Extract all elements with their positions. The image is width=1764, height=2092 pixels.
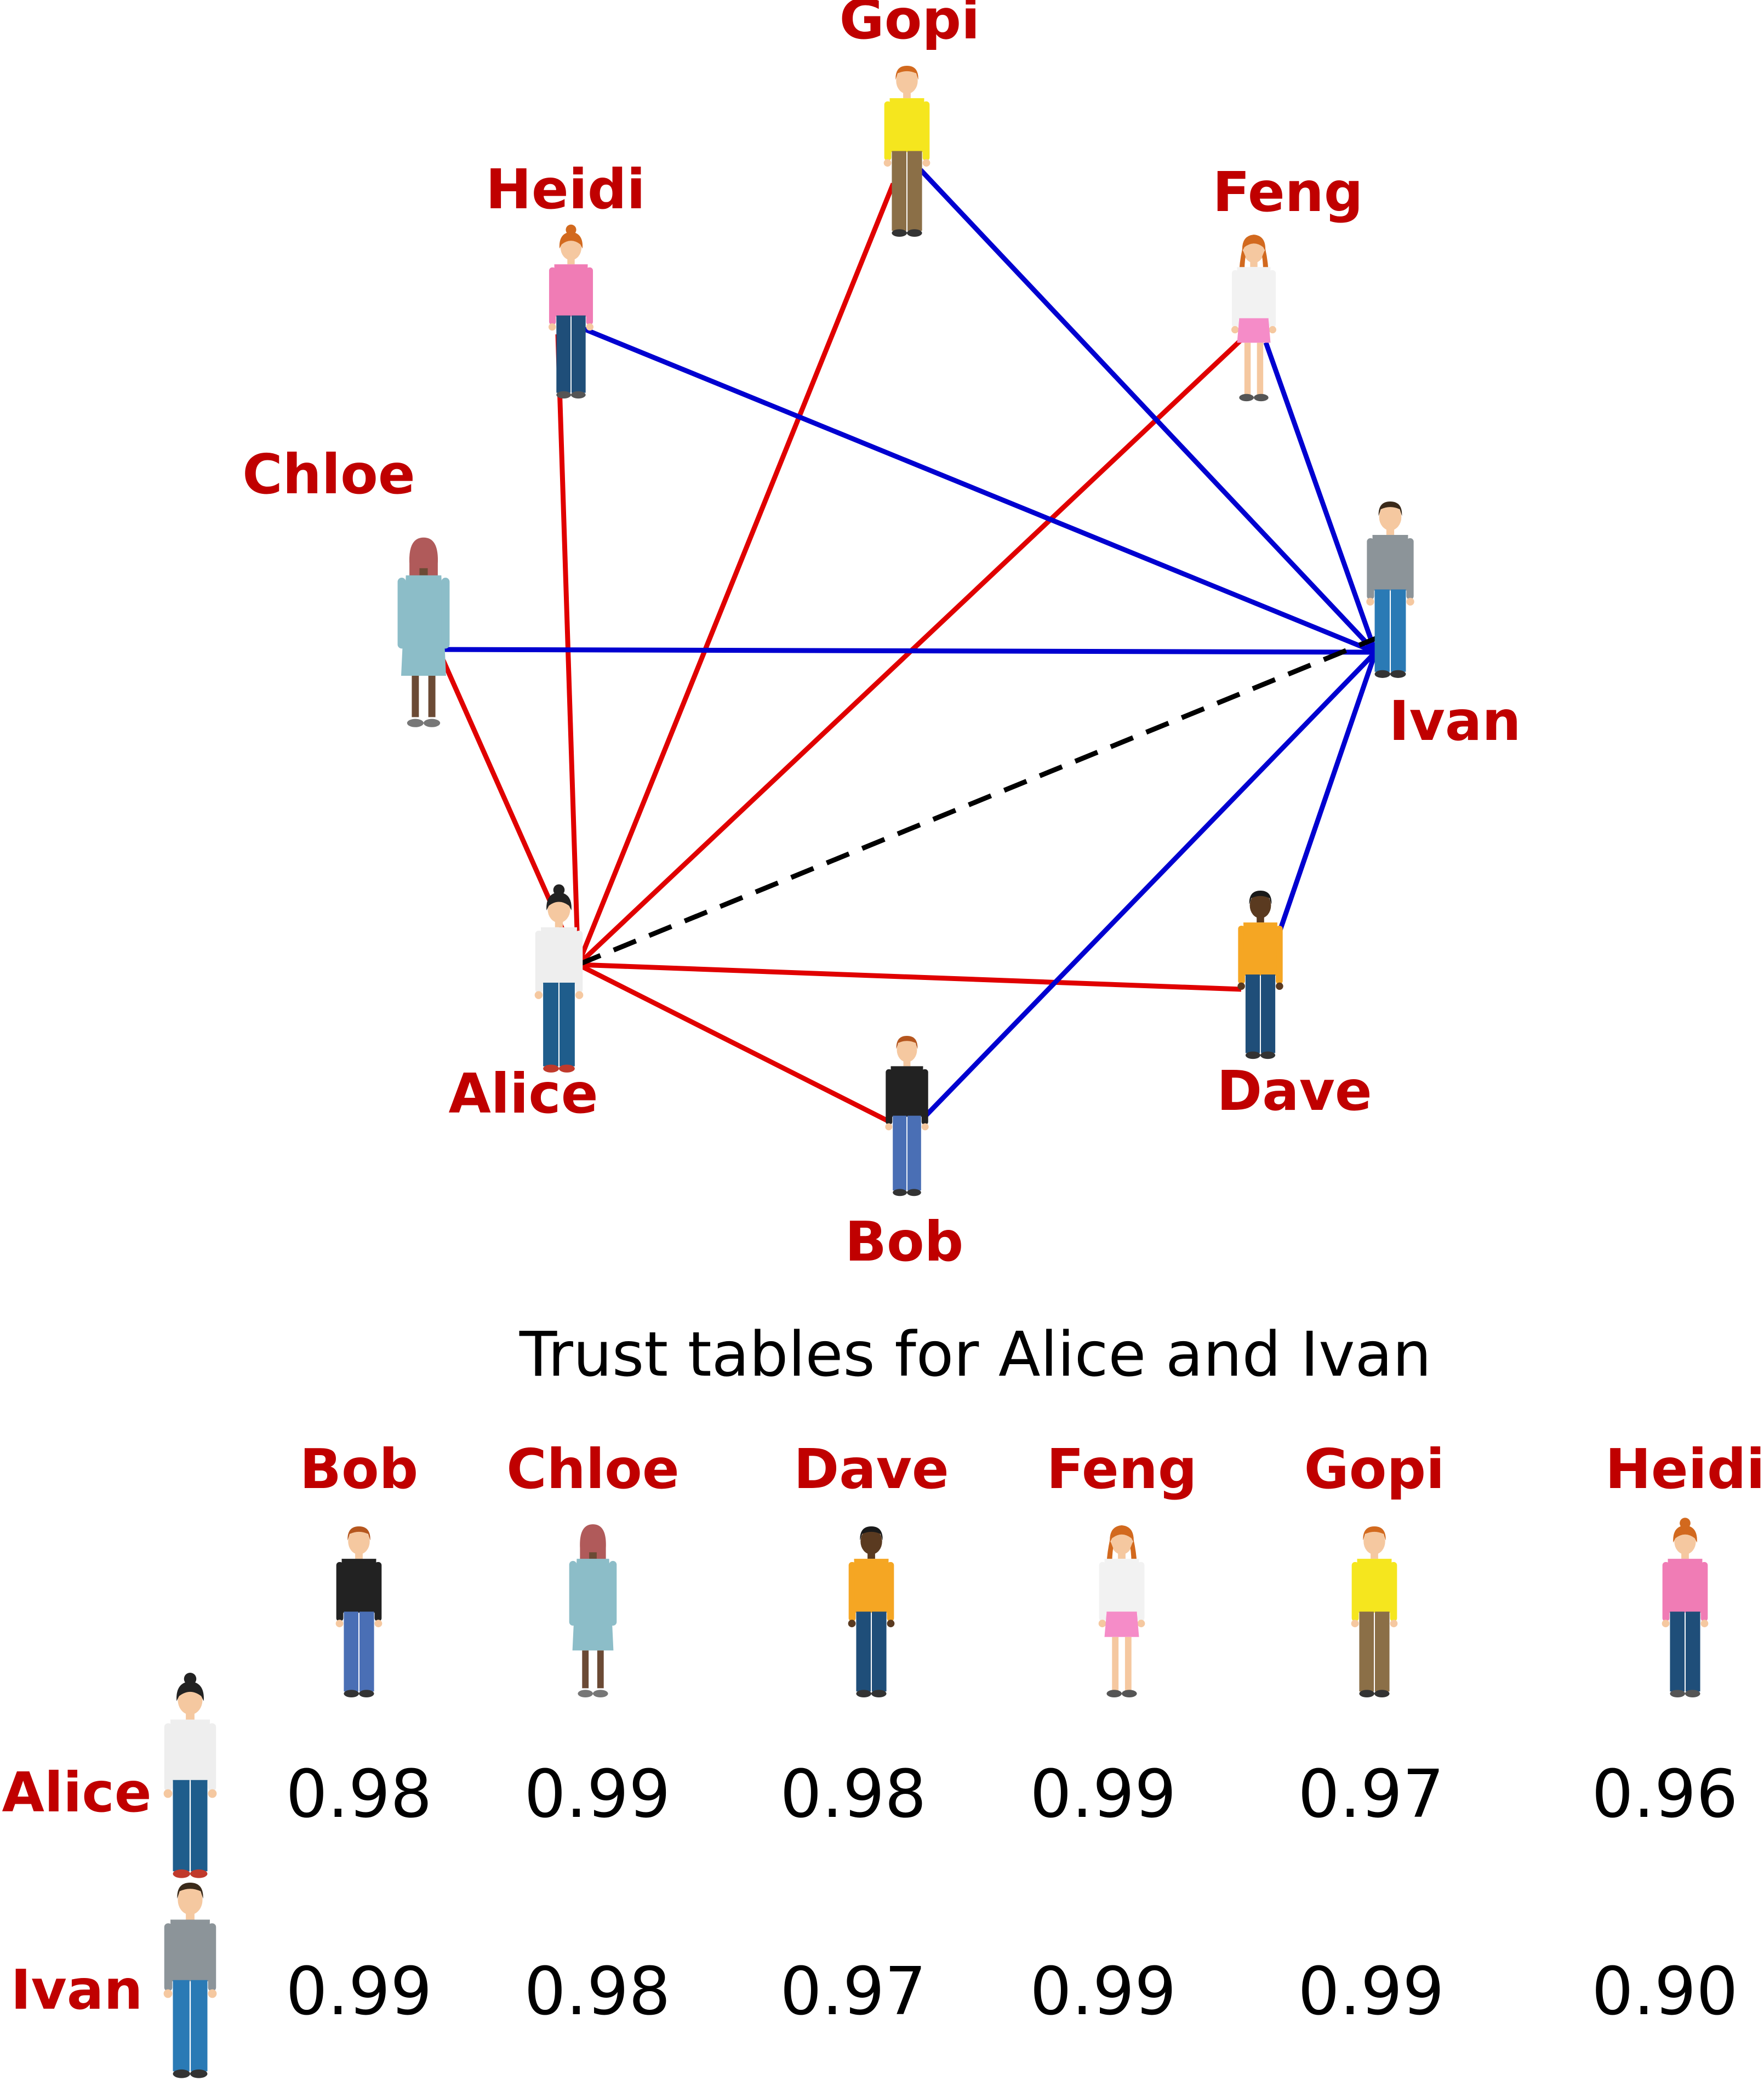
dave-label: Dave [1217,1059,1372,1123]
gopi-figure [883,66,930,237]
people-figures [397,66,1414,1196]
column-header-heidi: Heidi [1605,1437,1764,1501]
bob-figure [885,1036,929,1196]
trust-edges [436,168,1378,1124]
trust-value: 0.97 [1298,1757,1444,1833]
edge-ivan-feng [1263,341,1378,653]
trust-value: 0.98 [780,1757,926,1833]
column-figure-dave [848,1526,895,1698]
column-figure-gopi [1351,1526,1398,1698]
trust-value: 0.90 [1591,1954,1738,2030]
dave-figure [1237,891,1283,1059]
trust-value: 0.98 [524,1954,670,2030]
edge-ivan-heidi [583,326,1377,655]
ivan-label: Ivan [1389,689,1521,753]
gopi-label: Gopi [840,0,980,52]
edge-alice-bob [576,962,889,1124]
table-title: Trust tables for Alice and Ivan [519,1319,1431,1390]
feng-figure [1231,235,1276,402]
heidi-figure [549,224,593,399]
column-header-dave: Dave [793,1437,949,1501]
column-figure-feng [1098,1525,1145,1698]
feng-label: Feng [1213,160,1363,224]
trust-value: 0.99 [1298,1954,1444,2030]
row-figure-ivan [163,1883,217,2078]
column-figure-bob [335,1526,383,1698]
edge-ivan-bob [924,650,1378,1118]
heidi-label: Heidi [486,157,646,221]
trust-value: 0.99 [1030,1757,1176,1833]
alice-label: Alice [448,1062,598,1126]
edge-alice-dave [578,962,1242,992]
column-figure-heidi [1662,1518,1709,1698]
trust-value: 0.96 [1591,1757,1738,1833]
row-header-ivan: Ivan [10,1958,142,2022]
row-figure-alice [163,1673,217,1878]
bob-label: Bob [845,1210,964,1274]
column-figure-chloe [569,1524,617,1698]
column-header-gopi: Gopi [1304,1437,1445,1501]
alice-figure [534,884,584,1073]
column-header-chloe: Chloe [506,1437,679,1501]
column-header-feng: Feng [1047,1437,1197,1501]
trust-value: 0.99 [1030,1954,1176,2030]
trust-value: 0.98 [286,1757,432,1833]
edge-alice-gopi [575,183,896,966]
chloe-figure [397,537,450,727]
trust-value: 0.99 [286,1954,432,2030]
column-header-bob: Bob [300,1437,419,1501]
trust-value: 0.99 [524,1757,670,1833]
edge-ivan-dave [1277,651,1378,933]
chloe-label: Chloe [242,442,415,506]
ivan-figure [1366,501,1414,678]
edge-ivan-chloe [438,647,1376,655]
edge-ivan-gopi [918,168,1378,654]
edge-alice-ivan [577,636,1377,967]
row-header-alice: Alice [2,1760,151,1825]
trust-value: 0.97 [780,1954,926,2030]
